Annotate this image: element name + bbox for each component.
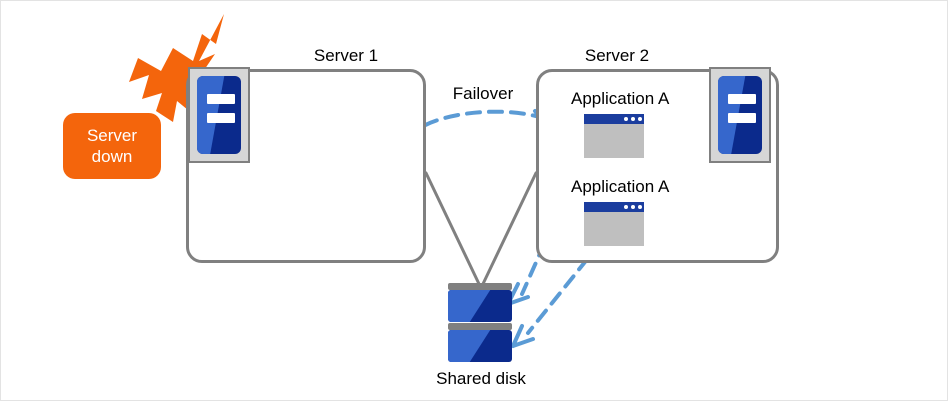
- app-window-dot-icon: [624, 117, 628, 121]
- server2-to-disk-line: [480, 171, 538, 288]
- application-a-label-2: Application A: [571, 177, 670, 196]
- server2-icon-bar-2: [728, 113, 756, 123]
- app-window-dot-icon: [638, 117, 642, 121]
- application-a-label-1: Application A: [571, 89, 670, 108]
- app-window-dot-icon: [638, 205, 642, 209]
- shared-disk-block-1: [448, 290, 512, 322]
- server1-to-disk-line: [424, 171, 482, 288]
- server1-title: Server 1: [313, 46, 379, 65]
- server2-icon-chassis: [718, 76, 762, 154]
- app-window-dot-icon: [624, 205, 628, 209]
- server-down-badge: Server down: [63, 113, 161, 179]
- application-a-window-1: [584, 114, 644, 158]
- server-down-label-line2: down: [91, 147, 133, 166]
- lightning-burst-icon: [129, 14, 224, 122]
- shared-disk-block-2: [448, 330, 512, 362]
- app-window-dot-icon: [631, 117, 635, 121]
- shared-disk-bar-1: [448, 283, 512, 290]
- application-a-window-2: [584, 202, 644, 246]
- server1-icon-bar-2: [207, 113, 235, 123]
- shared-disk-label: Shared disk: [436, 369, 526, 388]
- server-down-label-line1: Server: [86, 126, 138, 145]
- server1-icon-bar-1: [207, 94, 235, 104]
- server1-icon: [188, 67, 250, 163]
- server2-title: Server 2: [584, 46, 650, 65]
- server2-icon: [709, 67, 771, 163]
- app-window-titlebar-2: [584, 202, 644, 212]
- app-window-dot-icon: [631, 205, 635, 209]
- shared-disk-bar-2: [448, 323, 512, 330]
- shared-disk-icon: [448, 283, 512, 362]
- server1-icon-chassis: [197, 76, 241, 154]
- app-window-titlebar-1: [584, 114, 644, 124]
- app2-to-disk-arrow: [511, 240, 603, 348]
- failover-label: Failover: [452, 84, 514, 103]
- server2-icon-bar-1: [728, 94, 756, 104]
